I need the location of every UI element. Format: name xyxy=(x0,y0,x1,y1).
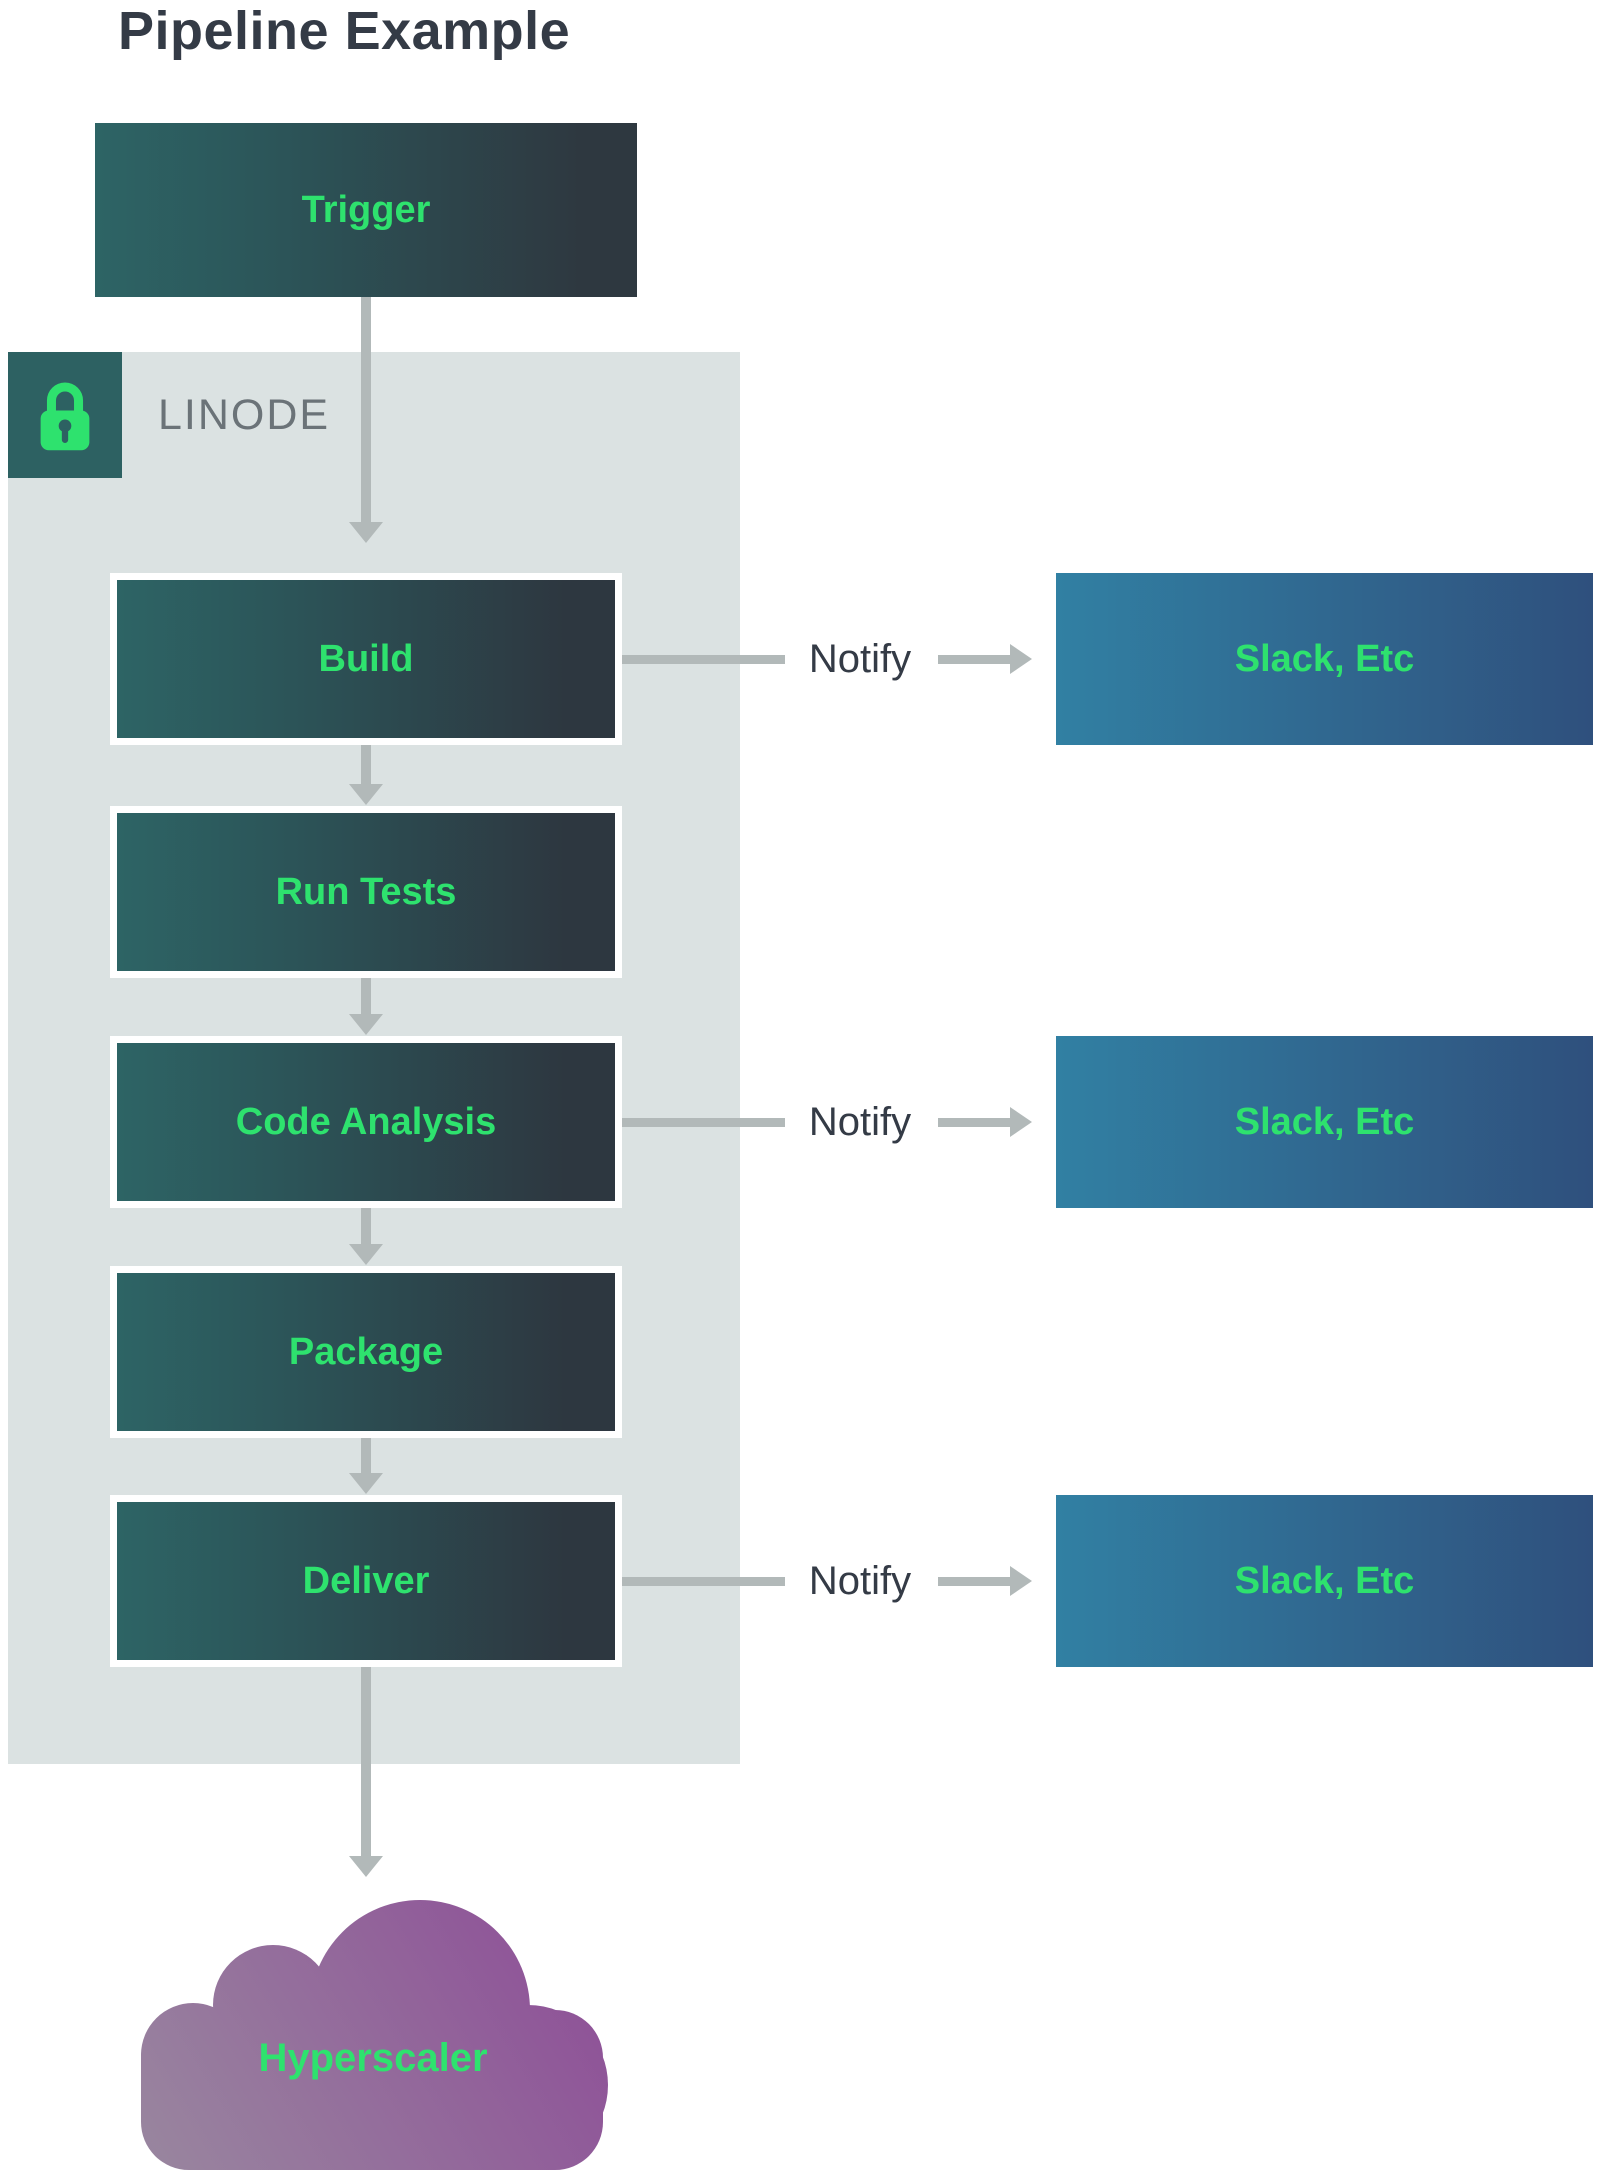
slack-box: Slack, Etc xyxy=(1056,1495,1593,1667)
stage-box-build: Build xyxy=(110,573,622,745)
arrow-head xyxy=(1010,1566,1032,1596)
connector-line-build-notify xyxy=(622,655,785,664)
arrow-down-deliver-to-hyperscaler xyxy=(349,1667,383,1877)
slack-label: Slack, Etc xyxy=(1234,1100,1415,1143)
lock-badge xyxy=(8,352,122,478)
trigger-box: Trigger xyxy=(95,123,637,297)
arrow-down-code-analysis-to-package xyxy=(349,1208,383,1265)
arrow-shaft xyxy=(361,1438,371,1473)
connector-line-deliver-notify xyxy=(622,1577,785,1586)
arrow-shaft xyxy=(361,1208,371,1244)
slack-label: Slack, Etc xyxy=(1234,637,1415,680)
arrow-right-notify-slack xyxy=(938,644,1032,674)
arrow-head xyxy=(1010,1107,1032,1137)
slack-box: Slack, Etc xyxy=(1056,573,1593,745)
stage-label: Run Tests xyxy=(275,870,457,913)
stage-box-deliver: Deliver xyxy=(110,1495,622,1667)
arrow-head xyxy=(349,522,383,543)
arrow-head xyxy=(349,784,383,805)
arrow-down-package-to-deliver xyxy=(349,1438,383,1494)
stage-box-run-tests: Run Tests xyxy=(110,806,622,978)
stage-label: Deliver xyxy=(302,1559,430,1602)
arrow-down-build-to-run-tests xyxy=(349,745,383,805)
arrow-down-run-tests-to-code-analysis xyxy=(349,978,383,1035)
arrow-shaft xyxy=(361,978,371,1014)
stage-label: Package xyxy=(288,1330,444,1373)
arrow-right-notify-slack xyxy=(938,1566,1032,1596)
arrow-shaft xyxy=(938,1576,1010,1586)
arrow-head xyxy=(1010,644,1032,674)
arrow-down-trigger-to-build xyxy=(349,297,383,543)
panel-label: LINODE xyxy=(158,390,331,439)
stage-label: Code Analysis xyxy=(235,1100,497,1143)
page-title: Pipeline Example xyxy=(118,1,571,61)
arrow-shaft xyxy=(361,745,371,784)
arrow-head xyxy=(349,1473,383,1494)
trigger-label: Trigger xyxy=(301,188,431,231)
stage-label: Build xyxy=(318,637,414,680)
notify-label: Notify xyxy=(808,1099,912,1144)
connector-line-code-analysis-notify xyxy=(622,1118,785,1127)
arrow-shaft xyxy=(938,1117,1010,1127)
slack-label: Slack, Etc xyxy=(1234,1559,1415,1602)
arrow-head xyxy=(349,1856,383,1877)
arrow-right-notify-slack xyxy=(938,1107,1032,1137)
arrow-head xyxy=(349,1014,383,1035)
stage-box-package: Package xyxy=(110,1266,622,1438)
cloud-label: Hyperscaler xyxy=(258,2036,488,2080)
arrow-shaft xyxy=(361,1667,371,1856)
hyperscaler-cloud: Hyperscaler xyxy=(138,1888,608,2172)
stage-box-code-analysis: Code Analysis xyxy=(110,1036,622,1208)
arrow-shaft xyxy=(938,654,1010,664)
slack-box: Slack, Etc xyxy=(1056,1036,1593,1208)
arrow-shaft xyxy=(361,297,371,522)
cloud-icon xyxy=(141,1900,608,2170)
notify-label: Notify xyxy=(808,1558,912,1603)
lock-icon xyxy=(40,382,90,451)
notify-label: Notify xyxy=(808,636,912,681)
arrow-head xyxy=(349,1244,383,1265)
